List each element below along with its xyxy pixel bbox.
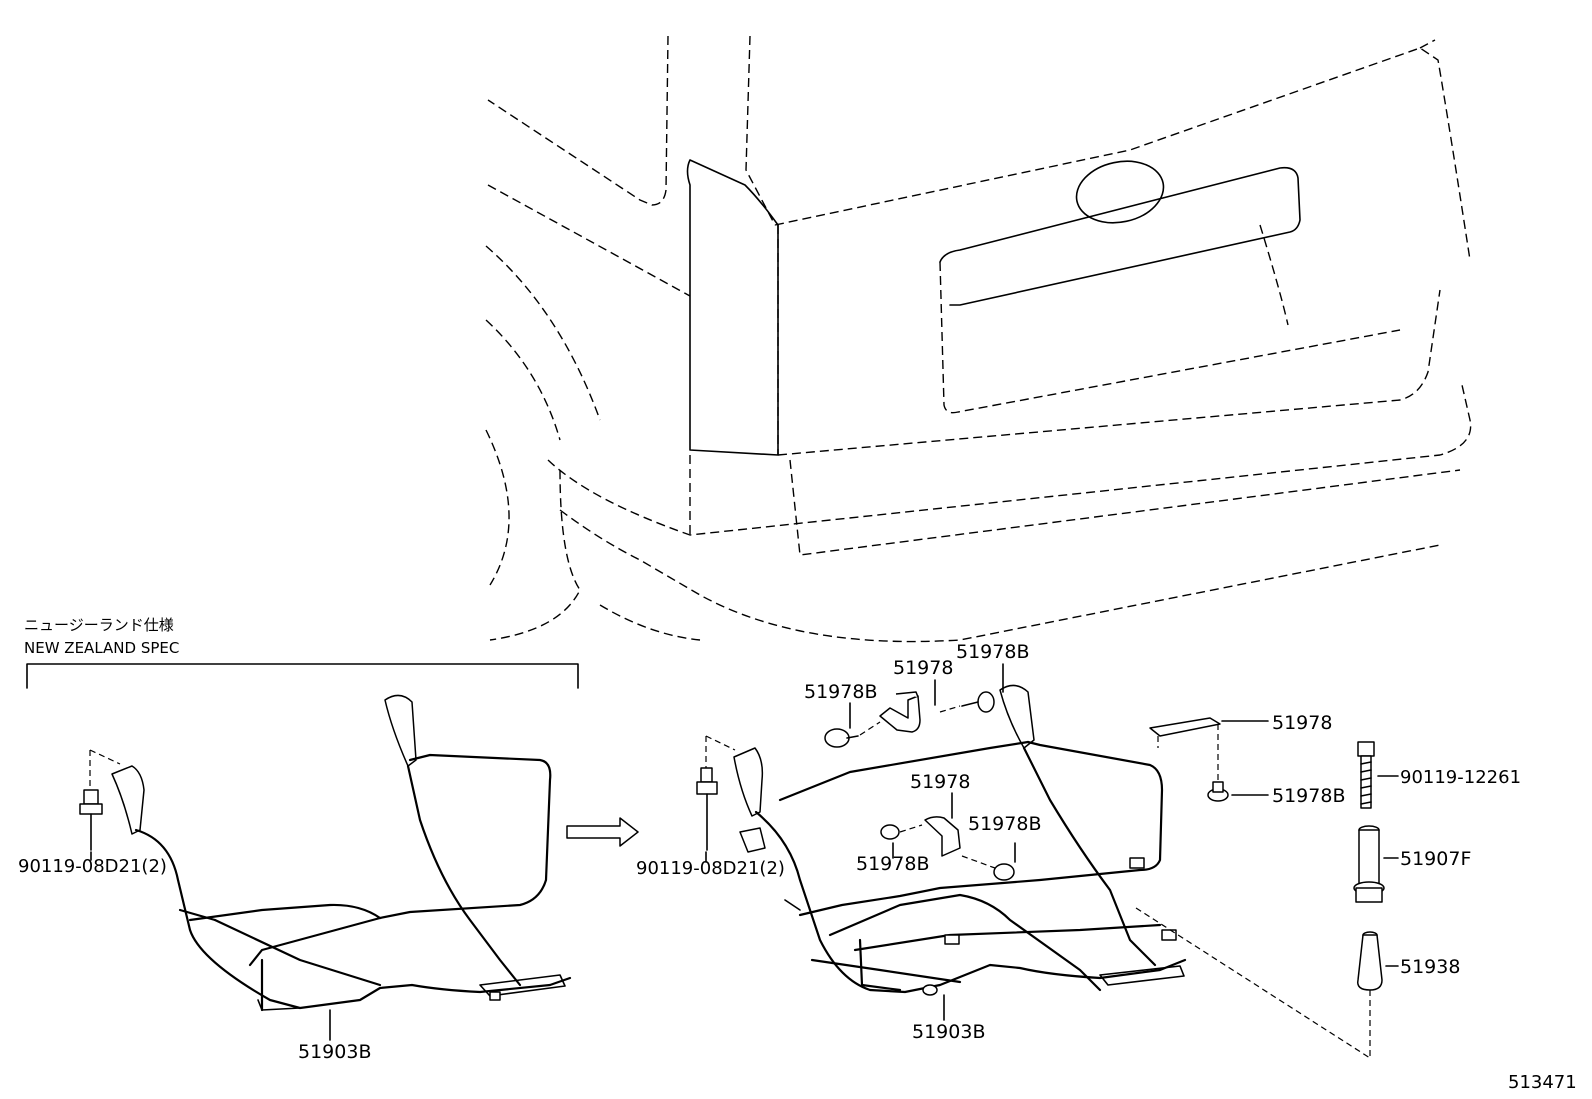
vehicle-rear-outline [485, 35, 1472, 643]
spec-bolt-part [79, 749, 121, 851]
spec-header: ニュージーランド仕様 NEW ZEALAND SPEC [24, 616, 579, 689]
spec-label-en: NEW ZEALAND SPEC [24, 639, 179, 657]
callout-spec-frame: 51903B [298, 1041, 371, 1063]
middle-bracket-assembly [880, 816, 1015, 881]
callout-cap: 51938 [1400, 956, 1460, 978]
callout-bracket-c: 51978 [910, 771, 970, 793]
callout-clip-c: 51978B [1272, 785, 1345, 807]
spec-bracket-line [26, 663, 579, 689]
callout-collar: 51907F [1400, 848, 1471, 870]
callout-long-bolt: 90119-12261 [1400, 767, 1521, 788]
callout-bracket-a: 51978 [893, 657, 953, 679]
transition-arrow-icon [566, 817, 639, 847]
callout-bolt: 90119-08D21(2) [636, 858, 785, 879]
callout-bracket-b: 51978 [1272, 712, 1332, 734]
long-bolt-part [1357, 741, 1375, 809]
callout-clip-a: 51978B [804, 681, 877, 703]
cap-part [1135, 907, 1383, 1059]
figure-number: 513471 [1508, 1072, 1577, 1093]
collar-part [1353, 825, 1385, 903]
callout-clip-e: 51978B [856, 853, 929, 875]
carrier-frame [733, 684, 1187, 996]
callout-frame: 51903B [912, 1021, 985, 1043]
right-bracket-assembly [1149, 717, 1229, 802]
bolt-part [696, 735, 736, 851]
callout-spec-bolt: 90119-08D21(2) [18, 856, 167, 877]
upper-bracket-assembly [824, 691, 995, 748]
callout-labels: 90119-08D21(2) 51903B 90119-08D21(2) 519… [18, 641, 1577, 1093]
leader-lines [90, 663, 1399, 1041]
spec-label-jp: ニュージーランド仕様 [24, 616, 174, 634]
callout-clip-b: 51978B [956, 641, 1029, 663]
spec-carrier-frame [111, 694, 572, 1012]
callout-clip-d: 51978B [968, 813, 1041, 835]
